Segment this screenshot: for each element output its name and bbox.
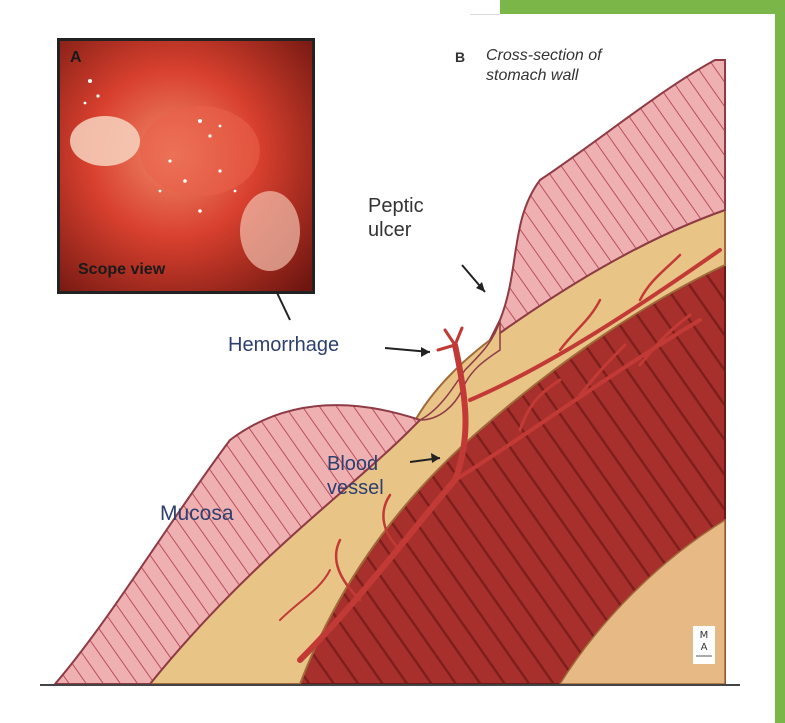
blood-vessel-label: Blood vessel: [327, 452, 384, 500]
mucosa-label: Mucosa: [160, 502, 234, 526]
baseline-rule: [40, 684, 740, 686]
peptic-ulcer-line1: Peptic: [368, 194, 424, 218]
blood-vessel-line1: Blood: [327, 452, 384, 476]
inset-caption: Scope view: [78, 261, 165, 279]
section-title-line1: Cross-section of: [486, 46, 602, 66]
peptic-ulcer-label: Peptic ulcer: [368, 194, 424, 242]
svg-text:A: A: [701, 642, 708, 653]
inset-letter: A: [70, 49, 82, 67]
peptic-ulcer-line2: ulcer: [368, 218, 424, 242]
scope-view-inset: A Scope view: [57, 38, 315, 294]
section-title: Cross-section of stomach wall: [486, 46, 602, 86]
scope-view-image: [60, 41, 312, 291]
section-letter: B: [455, 49, 465, 65]
svg-text:M: M: [700, 630, 709, 641]
section-title-line2: stomach wall: [486, 66, 602, 86]
blood-vessel-line2: vessel: [327, 476, 384, 500]
hemorrhage-label: Hemorrhage: [228, 334, 339, 357]
publisher-seal-icon: M A: [693, 626, 715, 664]
